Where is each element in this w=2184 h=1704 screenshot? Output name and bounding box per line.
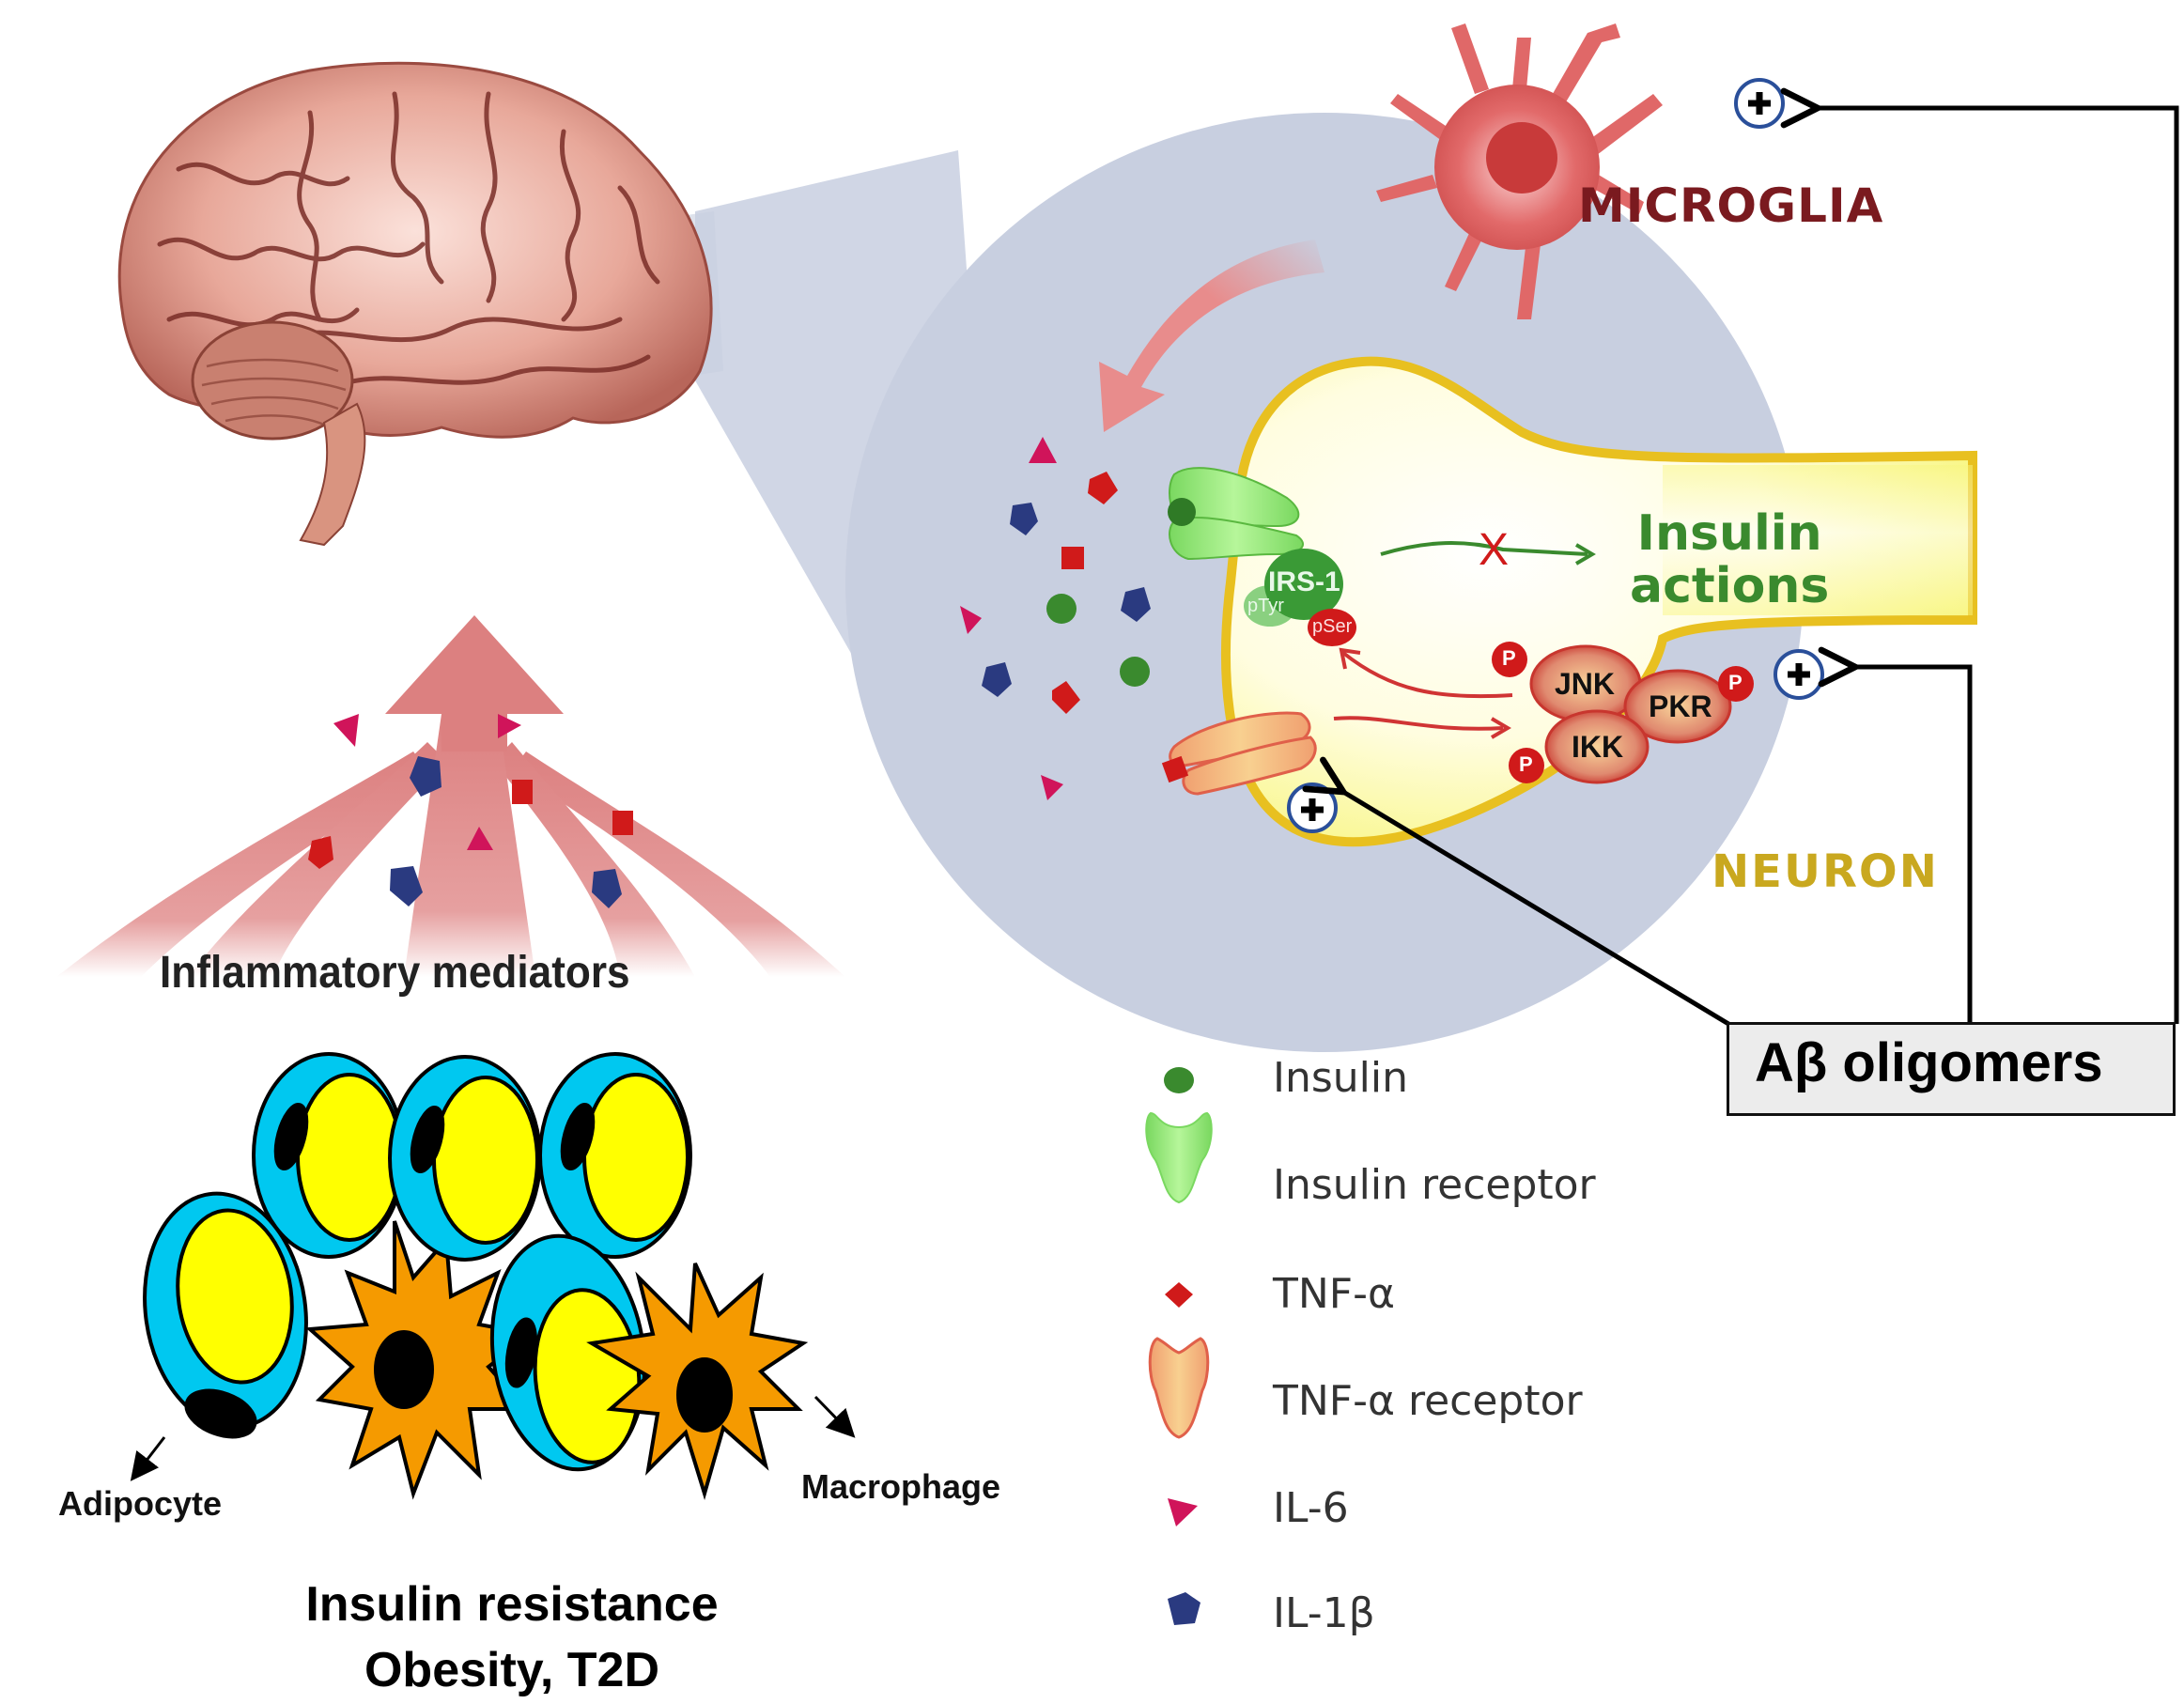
inflammatory-mediators-label: Inflammatory mediators	[160, 948, 630, 998]
irs1-complex	[1244, 549, 1356, 646]
tnf-to-kinase-arrow	[1333, 716, 1504, 731]
legend-insulin-receptor-icon	[1145, 1111, 1213, 1204]
insulin-actions-label: Insulin actions	[1630, 507, 1829, 612]
abeta-to-kinase-arrow	[1855, 667, 1973, 1047]
insulin-actions-line1: Insulin	[1636, 505, 1822, 562]
insulin-particle	[1120, 657, 1150, 687]
phospho-ikk	[1509, 748, 1544, 783]
ikk-label: IKK	[1572, 730, 1624, 764]
abeta-oligomers-label: Aβ oligomers	[1755, 1032, 2103, 1093]
irs1-label: IRS-1	[1268, 566, 1340, 597]
blocked-x-mark: X	[1479, 525, 1510, 575]
mediator-particles-brain	[308, 714, 633, 908]
il6-particle	[1029, 437, 1057, 463]
kinase-to-pser-arrowhead	[1339, 647, 1361, 670]
ptyr-label: pTyr	[1247, 596, 1284, 616]
abeta-to-tnfr-arrow	[1343, 792, 1758, 1044]
legend-label-insulin: Insulin	[1273, 1054, 1409, 1102]
kinase-to-pser-arrow	[1341, 651, 1513, 699]
insulin-signal-arrow	[1380, 541, 1588, 556]
il1beta-particle	[592, 869, 622, 908]
phospho-pkr-label: P	[1728, 671, 1743, 694]
legend-label-tnf-alpha: TNF-α	[1273, 1270, 1395, 1318]
plus-circles	[1287, 78, 1824, 833]
il1beta-particle	[410, 756, 441, 797]
insulin-resistance-title: Insulin resistance	[305, 1577, 719, 1632]
il1beta-particle	[1121, 587, 1151, 622]
pser-label: pSer	[1312, 616, 1353, 637]
tnf-alpha-receptor	[1161, 711, 1317, 796]
irs1-node	[1264, 549, 1343, 620]
brain-illustration	[117, 61, 713, 547]
microglia-label: MICROGLIA	[1578, 178, 1884, 233]
legend-label-il1beta: IL-1β	[1273, 1589, 1375, 1637]
tnf-alpha-particle	[1088, 472, 1118, 504]
microglia-cell	[1376, 23, 1663, 319]
legend-label-tnf-alpha-receptor: TNF-α receptor	[1273, 1377, 1583, 1425]
il6-particle	[498, 714, 521, 738]
legend-il6-icon	[1168, 1498, 1198, 1526]
tnf-alpha-particle	[1052, 681, 1080, 714]
legend-tnf-alpha-icon	[1165, 1282, 1193, 1308]
legend-insulin-icon	[1164, 1067, 1194, 1093]
microglia-release-arrow	[1099, 240, 1324, 432]
pser-node	[1308, 609, 1356, 646]
adipocyte-pointer-arrow	[130, 1436, 166, 1481]
legend-label-insulin-receptor: Insulin receptor	[1273, 1161, 1596, 1209]
insulin-particle	[1046, 594, 1077, 624]
insulin-actions-line2: actions	[1630, 558, 1830, 614]
il1beta-particle	[390, 866, 423, 906]
ikk-node	[1544, 709, 1650, 784]
macrophage-label: Macrophage	[801, 1467, 1001, 1506]
adipose-tissue	[143, 1052, 809, 1501]
tnf-alpha-particle	[1061, 547, 1084, 569]
abeta-oligomers-box	[1727, 1022, 2176, 1116]
tnf-alpha-particle	[308, 836, 333, 869]
abeta-to-microglia-arrow	[1818, 108, 2179, 1024]
adipocyte-label: Adipocyte	[58, 1484, 223, 1523]
il6-particle	[1041, 775, 1063, 800]
phospho-jnk	[1492, 642, 1527, 677]
abeta-arrows	[1343, 108, 2179, 1047]
insulin-bound	[1168, 498, 1196, 526]
legend-tnf-alpha-receptor-icon	[1148, 1337, 1210, 1439]
phospho-ikk-label: P	[1519, 752, 1533, 776]
il1beta-particle	[1010, 503, 1038, 535]
legend-icons	[1145, 1067, 1213, 1625]
il6-particle	[333, 714, 359, 747]
pkr-label: PKR	[1649, 689, 1712, 723]
il1beta-particle	[982, 662, 1012, 697]
insulin-receptor	[1168, 467, 1304, 561]
tnf-alpha-particle	[612, 811, 633, 835]
phospho-jnk-label: P	[1502, 646, 1516, 670]
il6-particle	[467, 827, 493, 850]
il6-particle	[960, 606, 982, 634]
obesity-t2d-title: Obesity, T2D	[364, 1643, 659, 1697]
tnf-alpha-particle	[512, 780, 533, 804]
macrophage-pointer-arrow	[813, 1395, 856, 1438]
insulin-signal-arrowhead	[1574, 543, 1596, 565]
legend-label-il6: IL-6	[1273, 1484, 1349, 1532]
jnk-label: JNK	[1555, 667, 1616, 701]
tnf-to-kinase-arrowhead	[1490, 717, 1511, 739]
kinase-complex	[1492, 642, 1754, 784]
neuron-cell	[1221, 356, 1977, 847]
neuron-label: NEURON	[1712, 845, 1939, 898]
inflammatory-arrows	[56, 615, 845, 977]
mediator-particles-neuron	[960, 437, 1151, 800]
phospho-pkr	[1718, 666, 1754, 702]
legend-il1beta-icon	[1168, 1592, 1200, 1625]
pkr-node	[1623, 669, 1732, 744]
